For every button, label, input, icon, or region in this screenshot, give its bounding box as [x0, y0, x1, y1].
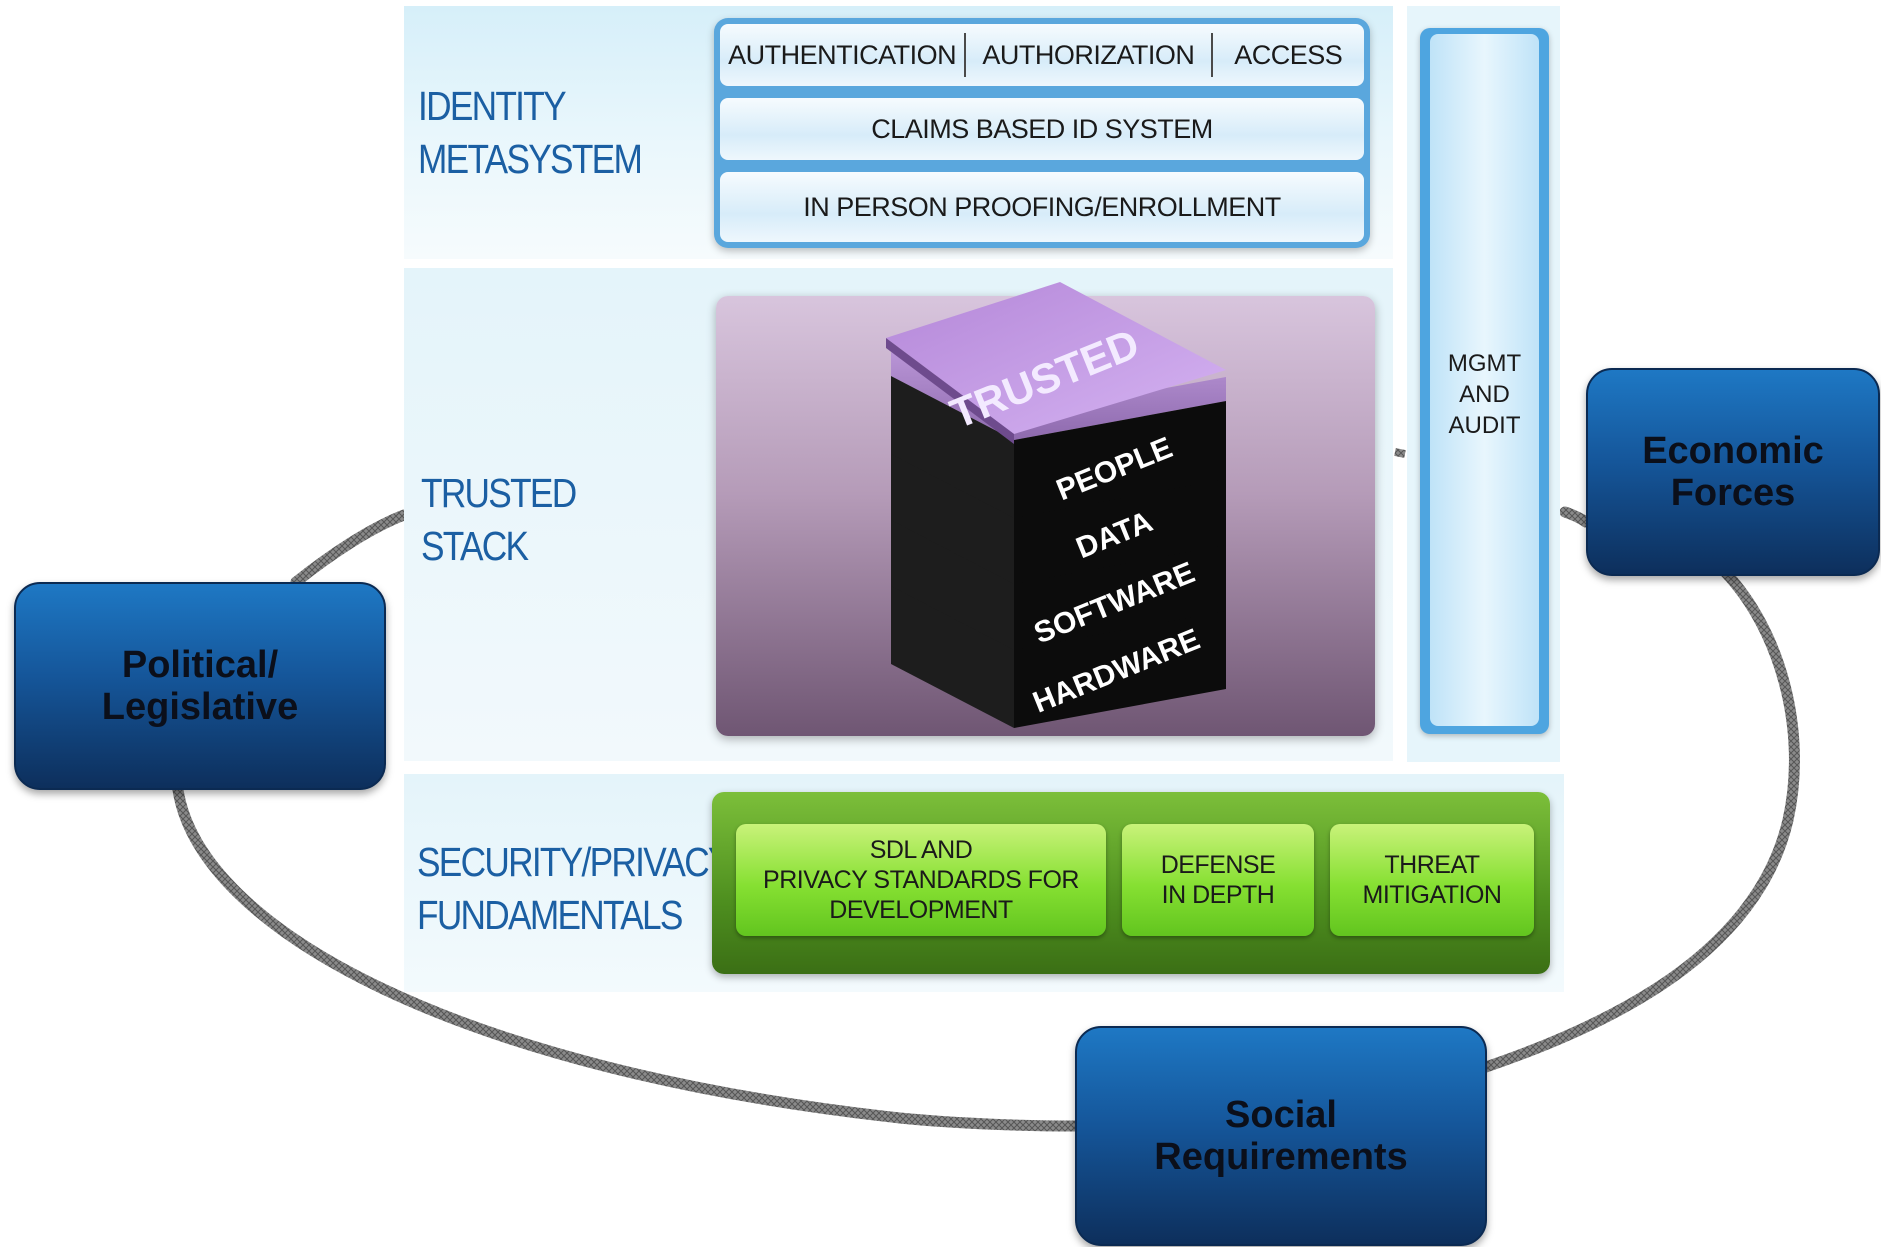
identity-row-proofing: IN PERSON PROOFING/ENROLLMENT: [720, 172, 1364, 242]
force-line: Economic: [1642, 430, 1824, 472]
loop-arc-bottom-left: [172, 784, 1081, 1132]
sdl-line: DEVELOPMENT: [829, 896, 1013, 924]
mgmt-audit-bar: MGMT AND AUDIT: [1420, 28, 1549, 734]
force-line: Legislative: [101, 686, 299, 728]
stack-top-trusted: [886, 282, 1226, 444]
mgmt-line: AUDIT: [1448, 412, 1521, 439]
section-title-line: METASYSTEM: [418, 136, 643, 182]
section-title-line: IDENTITY: [418, 83, 567, 129]
section-title-identity: IDENTITY METASYSTEM: [418, 80, 643, 186]
identity-panel: AUTHENTICATION AUTHORIZATION ACCESS CLAI…: [714, 18, 1370, 248]
section-title-line: STACK: [421, 523, 529, 569]
divider: [1210, 33, 1213, 77]
authorization-label: AUTHORIZATION: [982, 39, 1195, 70]
identity-row-access: AUTHENTICATION AUTHORIZATION ACCESS: [720, 24, 1364, 86]
economic-forces-box: Economic Forces: [1586, 368, 1880, 576]
stack-layer-people: [891, 352, 1226, 518]
defense-line: DEFENSE: [1160, 851, 1276, 879]
threat-mitigation-box: THREAT MITIGATION: [1330, 824, 1534, 936]
social-requirements-box: Social Requirements: [1075, 1026, 1487, 1246]
proofing-label: IN PERSON PROOFING/ENROLLMENT: [803, 191, 1281, 222]
sdl-line: PRIVACY STANDARDS FOR: [763, 866, 1079, 894]
mgmt-audit-inner: [1430, 34, 1539, 726]
authentication-label: AUTHENTICATION: [728, 39, 957, 70]
sdl-line: SDL AND: [869, 836, 973, 864]
section-title-line: TRUSTED: [421, 470, 577, 516]
defense-line: IN DEPTH: [1161, 881, 1275, 909]
loop-arc-right-top: [1559, 506, 1592, 528]
sdl-privacy-box: SDL AND PRIVACY STANDARDS FOR DEVELOPMEN…: [736, 824, 1106, 936]
force-line: Forces: [1670, 472, 1796, 514]
section-title-trusted: TRUSTED STACK: [421, 467, 577, 573]
security-panel: SDL AND PRIVACY STANDARDS FOR DEVELOPMEN…: [712, 792, 1550, 974]
force-line: Political/: [121, 644, 279, 686]
section-title-line: SECURITY/PRIVACY: [417, 839, 731, 885]
political-legislative-box: Political/ Legislative: [14, 582, 386, 790]
access-label: ACCESS: [1234, 39, 1343, 70]
defense-in-depth-box: DEFENSE IN DEPTH: [1122, 824, 1314, 936]
mgmt-line: MGMT: [1447, 350, 1522, 377]
force-line: Requirements: [1154, 1136, 1408, 1178]
threat-line: MITIGATION: [1362, 881, 1502, 909]
mgmt-line: AND: [1459, 381, 1510, 408]
divider: [964, 33, 967, 77]
loop-arc-left-top: [290, 509, 410, 588]
claims-label: CLAIMS BASED ID SYSTEM: [871, 113, 1213, 144]
mgmt-audit-label: MGMT AND AUDIT: [1420, 348, 1549, 441]
section-title-security: SECURITY/PRIVACY FUNDAMENTALS: [417, 836, 731, 942]
identity-row-claims: CLAIMS BASED ID SYSTEM: [720, 98, 1364, 160]
loop-arc-bottom-right: [1477, 566, 1800, 1074]
loop-arc-mid: [1394, 448, 1406, 458]
force-line: Social: [1225, 1094, 1337, 1136]
threat-line: THREAT: [1384, 851, 1480, 879]
section-title-line: FUNDAMENTALS: [417, 892, 683, 938]
